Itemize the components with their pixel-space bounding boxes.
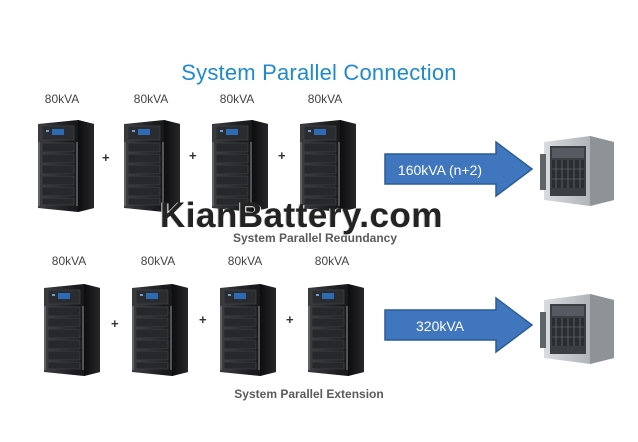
row2-label-1: 80kVA — [51, 254, 87, 268]
caption-row2: System Parallel Extension — [234, 387, 384, 401]
arrow-row2 — [384, 296, 534, 354]
caption-row1: System Parallel Redundancy — [232, 231, 398, 245]
row1-label-1: 80kVA — [44, 92, 80, 106]
plus-row1-1: + — [102, 150, 110, 165]
plus-row1-3: + — [278, 148, 286, 163]
page-title: System Parallel Connection — [181, 60, 457, 85]
row1-label-2: 80kVA — [133, 92, 169, 106]
server-rack-row2 — [538, 292, 616, 364]
plus-row2-2: + — [199, 312, 207, 327]
ups-unit-row1-1 — [34, 118, 96, 212]
ups-unit-row2-2 — [128, 282, 190, 376]
arrow-row1-label: 160kVA (n+2) — [397, 162, 483, 178]
row2-label-4: 80kVA — [314, 254, 350, 268]
row2-label-3: 80kVA — [227, 254, 263, 268]
arrow-row2-label: 320kVA — [416, 318, 464, 334]
plus-row1-2: + — [189, 148, 197, 163]
arrow-row1 — [384, 140, 534, 198]
server-rack-row1 — [538, 134, 616, 206]
ups-unit-row2-4 — [304, 282, 366, 376]
plus-row2-3: + — [286, 312, 294, 327]
watermark: KianBattery.com — [160, 196, 444, 235]
row2-label-2: 80kVA — [140, 254, 176, 268]
ups-unit-row2-3 — [216, 282, 278, 376]
row1-label-3: 80kVA — [219, 92, 255, 106]
row1-label-4: 80kVA — [307, 92, 343, 106]
plus-row2-1: + — [111, 316, 119, 331]
ups-unit-row2-1 — [40, 282, 102, 376]
